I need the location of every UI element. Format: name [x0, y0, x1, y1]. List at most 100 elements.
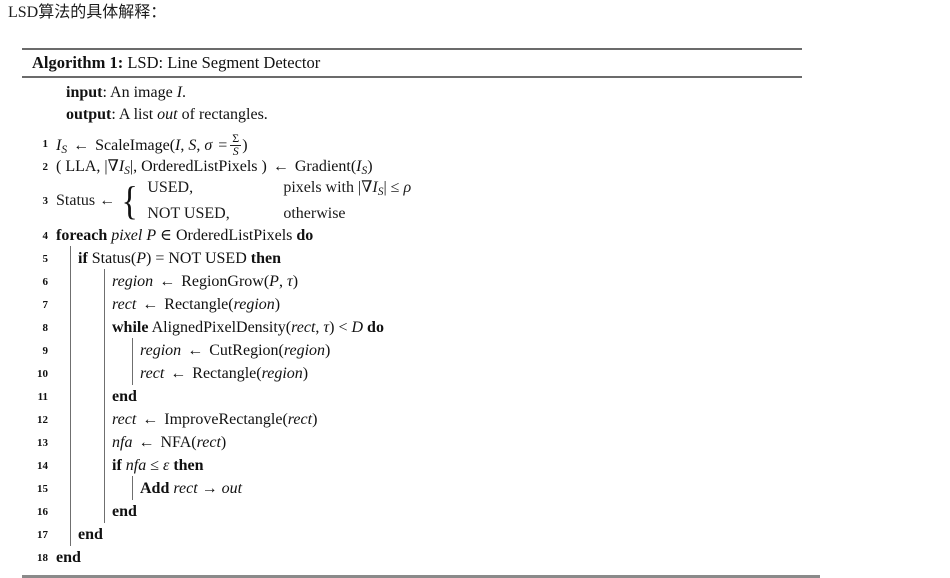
keyword-foreach: foreach	[56, 227, 108, 244]
line-number: 16	[37, 506, 48, 518]
line-number: 18	[37, 552, 48, 564]
algo-line-2: 2 ( LLA, |∇IS|, OrderedListPixels ) ← Gr…	[22, 155, 820, 178]
indent-guide-3	[132, 338, 133, 362]
indent-guide-1	[70, 246, 71, 270]
line-number: 17	[37, 529, 48, 541]
line-code: if nfa ≤ ε then	[112, 457, 204, 474]
keyword-while: while	[112, 319, 149, 336]
indent-guide-1	[70, 476, 71, 500]
line-code: Status ← { USED,pixels with |∇IS| ≤ ρ NO…	[56, 178, 411, 224]
algo-line-7: 7 rect ← Rectangle(region)	[22, 292, 820, 316]
line-code: region ← CutRegion(region)	[140, 342, 331, 359]
algo-line-10: 10 rect ← Rectangle(region)	[22, 361, 820, 385]
output-keyword: output	[66, 106, 112, 123]
line-code: foreach pixel P ∈ OrderedListPixels do	[56, 227, 314, 244]
line-code: end	[56, 549, 81, 566]
algo-line-18: 18 end	[22, 546, 820, 569]
line-code: Add rect → out	[140, 480, 243, 497]
indent-guide-1	[70, 269, 71, 293]
case-value: NOT USED,	[147, 205, 230, 223]
indent-guide-2	[104, 384, 105, 408]
case-condition: pixels with |∇IS| ≤ ρ	[283, 178, 412, 199]
input-separator: :	[102, 84, 111, 101]
indent-guide-1	[70, 384, 71, 408]
indent-guide-1	[70, 453, 71, 477]
input-var: I	[176, 84, 183, 101]
algorithm-label: Algorithm 1:	[32, 53, 124, 72]
case-value: USED,	[147, 178, 194, 196]
output-var: out	[157, 106, 178, 123]
algo-line-4: 4 foreach pixel P ∈ OrderedListPixels do	[22, 224, 820, 247]
indent-guide-2	[104, 476, 105, 500]
line-number: 14	[37, 460, 48, 472]
algorithm-input-line: input: An image I.	[22, 82, 820, 104]
algo-line-15: 15 Add rect → out	[22, 476, 820, 500]
keyword-then: then	[250, 250, 281, 267]
indent-guide-2	[104, 453, 105, 477]
indent-guide-2	[104, 338, 105, 362]
indent-guide-1	[70, 522, 71, 546]
line-code: while AlignedPixelDensity(rect, τ) < D d…	[112, 319, 384, 336]
algorithm-title-rule	[22, 76, 802, 78]
algorithm-top-rule	[22, 48, 802, 50]
output-separator: :	[111, 106, 119, 123]
output-text-b: of rectangles.	[177, 106, 268, 123]
line-code: if Status(P) = NOT USED then	[78, 250, 281, 267]
line-code: end	[112, 388, 137, 405]
page-caption: LSD算法的具体解释：	[8, 4, 167, 21]
algorithm-title: Algorithm 1: LSD: Line Segment Detector	[22, 50, 820, 75]
indent-guide-1	[70, 338, 71, 362]
indent-guide-1	[70, 430, 71, 454]
output-text-a: A list	[118, 106, 158, 123]
algorithm-title-text: LSD: Line Segment Detector	[127, 53, 321, 72]
algo-line-12: 12 rect ← ImproveRectangle(rect)	[22, 407, 820, 431]
line-number: 8	[42, 322, 49, 334]
keyword-do: do	[296, 227, 314, 244]
algo-line-9: 9 region ← CutRegion(region)	[22, 338, 820, 362]
indent-guide-1	[70, 315, 71, 339]
algo-line-11: 11 end	[22, 384, 820, 408]
line-number: 9	[42, 345, 49, 357]
algorithm-output-line: output: A list out of rectangles.	[22, 104, 820, 126]
algo-line-17: 17 end	[22, 522, 820, 546]
indent-guide-1	[70, 499, 71, 523]
line-code: region ← RegionGrow(P, τ)	[112, 273, 299, 290]
line-number: 12	[37, 414, 48, 426]
line-code: nfa ← NFA(rect)	[112, 434, 227, 451]
status-assign-label: Status ←	[56, 192, 116, 209]
line-code: rect ← ImproveRectangle(rect)	[112, 411, 318, 428]
algo-line-3: 3 Status ← { USED,pixels with |∇IS| ≤ ρ …	[22, 178, 820, 224]
indent-guide-1	[70, 292, 71, 316]
indent-guide-2	[104, 315, 105, 339]
line-code: ( LLA, |∇IS|, OrderedListPixels ) ← Grad…	[56, 158, 373, 178]
algo-line-5: 5 if Status(P) = NOT USED then	[22, 246, 820, 270]
indent-guide-2	[104, 292, 105, 316]
keyword-if: if	[78, 250, 88, 267]
keyword-if: if	[112, 457, 122, 474]
status-case-used: USED, pixels with |∇IS| ≤ ρ	[147, 177, 411, 203]
input-text-b: .	[182, 84, 187, 101]
indent-guide-2	[104, 499, 105, 523]
indent-guide-2	[104, 430, 105, 454]
line-number: 3	[42, 195, 49, 207]
case-condition: otherwise	[283, 205, 346, 223]
status-case-not-used: NOT USED, otherwise	[147, 203, 411, 225]
keyword-then: then	[173, 457, 204, 474]
line-number: 13	[37, 437, 48, 449]
line-code: end	[112, 503, 137, 520]
line-number: 15	[37, 483, 48, 495]
line-code: rect ← Rectangle(region)	[112, 296, 281, 313]
algo-line-8: 8 while AlignedPixelDensity(rect, τ) < D…	[22, 315, 820, 339]
input-text-a: An image	[110, 84, 177, 101]
line-number: 6	[42, 276, 49, 288]
line-number: 11	[37, 391, 48, 403]
algorithm-block: Algorithm 1: LSD: Line Segment Detector …	[22, 48, 820, 578]
indent-guide-2	[104, 361, 105, 385]
algorithm-io-block: input: An image I. output: A list out of…	[22, 78, 820, 126]
line-number: 10	[37, 368, 48, 380]
line-number: 5	[42, 253, 49, 265]
algo-line-6: 6 region ← RegionGrow(P, τ)	[22, 269, 820, 293]
line-number: 4	[42, 230, 49, 242]
